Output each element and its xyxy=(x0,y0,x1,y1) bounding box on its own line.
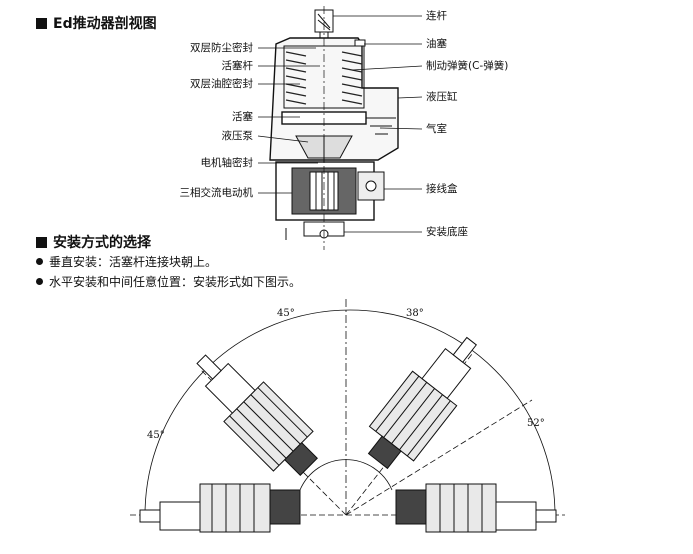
bullet-text-vertical: 垂直安装：活塞杆连接块朝上。 xyxy=(49,255,218,269)
section-title-cross-section: Ed推动器剖视图 xyxy=(36,13,157,33)
actuator-horizontal-right xyxy=(395,483,557,533)
label-piston-rod: 活塞杆 xyxy=(221,60,254,72)
label-piston: 活塞 xyxy=(232,111,253,123)
square-bullet-icon xyxy=(36,17,47,29)
cross-section-title: Ed推动器剖视图 xyxy=(53,16,157,32)
label-junction-box: 接线盒 xyxy=(426,183,458,195)
angle-label-left: 45° xyxy=(147,430,165,441)
label-oil-plug: 油塞 xyxy=(426,38,447,50)
angle-label-top-right: 38° xyxy=(406,308,424,319)
label-shaft-seal: 电机轴密封 xyxy=(200,157,254,169)
label-brake-spring: 制动弹簧(C-弹簧) xyxy=(426,60,509,72)
actuator-horizontal-left xyxy=(139,483,301,533)
label-air-chamber: 气室 xyxy=(426,123,447,135)
bullet-text-horizontal: 水平安装和中间任意位置：安装形式如下图示。 xyxy=(49,275,302,289)
actuator-tilted-right xyxy=(367,336,477,470)
junction-box-shape xyxy=(357,171,385,201)
angle-label-right: 52° xyxy=(527,418,545,429)
label-dust-seal: 双层防尘密封 xyxy=(190,42,253,54)
round-bullet-icon xyxy=(36,278,43,285)
installation-title: 安装方式的选择 xyxy=(53,235,151,251)
label-cylinder: 液压缸 xyxy=(426,91,458,103)
bullet-horizontal: 水平安装和中间任意位置：安装形式如下图示。 xyxy=(36,273,301,290)
label-pump: 液压泵 xyxy=(221,130,254,142)
square-bullet-icon xyxy=(36,236,47,248)
section-title-installation: 安装方式的选择 xyxy=(36,232,151,252)
angle-label-top-left: 45° xyxy=(277,308,295,319)
bullet-vertical: 垂直安装：活塞杆连接块朝上。 xyxy=(36,253,217,270)
label-motor: 三相交流电动机 xyxy=(179,187,254,199)
angle-arc xyxy=(144,309,556,516)
label-base: 安装底座 xyxy=(426,226,468,238)
label-link-rod: 连杆 xyxy=(426,10,447,22)
label-oil-seal: 双层油腔密封 xyxy=(190,78,253,90)
actuator-tilted-left xyxy=(196,354,318,476)
round-bullet-icon xyxy=(36,258,43,265)
